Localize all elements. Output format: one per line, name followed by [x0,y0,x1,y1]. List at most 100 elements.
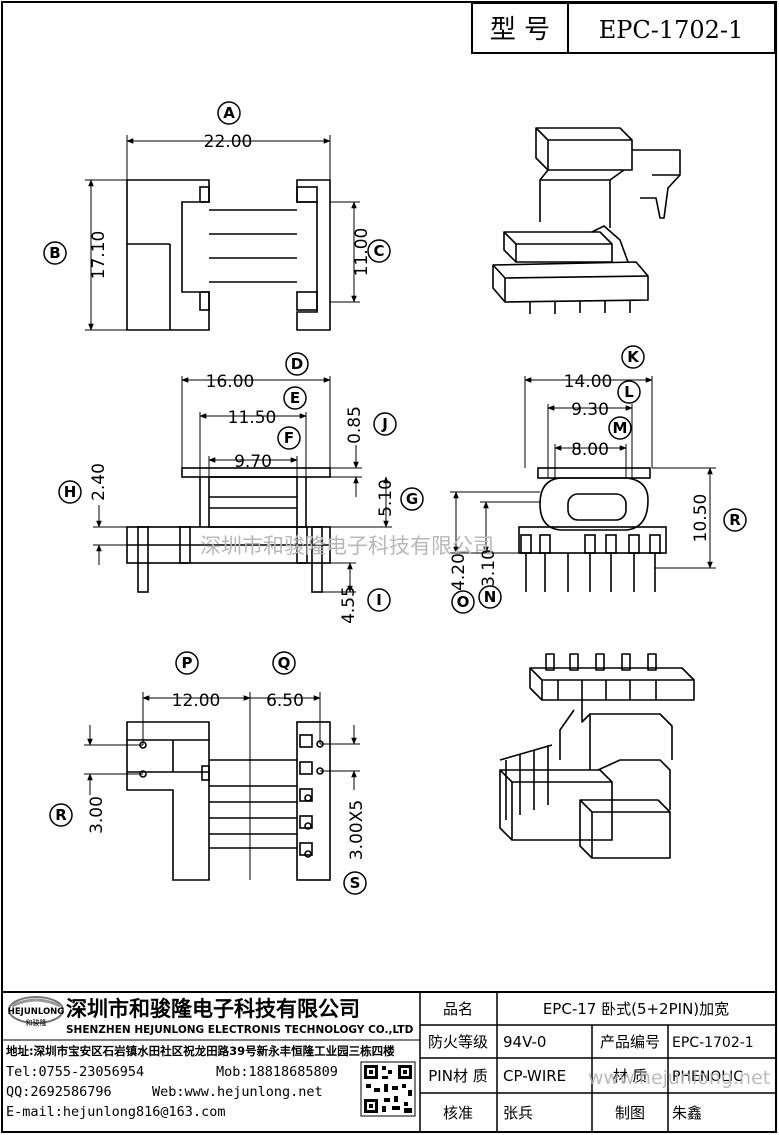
svg-text:D: D [291,355,303,373]
front-view-dims [93,376,392,593]
callout-m: M [608,416,632,440]
callout-q: Q [272,651,296,675]
isometric-view-top [492,127,681,314]
watermark-website: www.hejunlong.net [588,1067,770,1089]
fire-value: 94V-0 [503,1033,546,1051]
draw-value: 朱鑫 [672,1104,702,1122]
company-name-en: SHENZHEN HEJUNLONG ELECTRONIS TECHNOLOGY… [66,1024,414,1036]
svg-text:K: K [627,348,640,366]
company-tel: Tel:0755-23056954 [6,1064,144,1080]
company-email: E-mail:hejunlong816@163.com [6,1104,225,1120]
logo-text: HEJUNLONG [8,1007,65,1017]
callout-n: N [478,585,502,609]
dim-o-value: 4.20 [449,553,469,591]
dim-f-value: 9.70 [234,452,272,472]
dim-h-value: 2.40 [89,463,109,501]
company-mob: Mob:18818685809 [216,1064,338,1080]
front-view [126,467,331,593]
dim-r-value: 10.50 [691,494,711,543]
callout-s: S [343,871,367,895]
company-logo: HEJUNLONG 和骏隆 [8,996,65,1027]
callout-d: D [285,352,309,376]
model-header: 型 号 EPC-1702-1 [471,2,776,54]
callout-r2: R [49,803,73,827]
draw-label: 制图 [615,1104,645,1122]
callout-o: O [451,590,475,614]
callout-letters: A B C D E F J G H I K L M R O N P Q R S [43,101,747,895]
callout-k: K [621,345,645,369]
qr-code [360,1061,416,1117]
svg-text:S: S [350,874,361,892]
pin-value: CP-WIRE [503,1067,566,1085]
svg-text:C: C [373,242,384,260]
top-view [126,179,331,331]
callout-j: J [373,412,397,436]
callout-a: A [217,101,241,125]
callout-p: P [175,651,199,675]
svg-text:O: O [457,593,470,611]
dim-e-value: 11.50 [228,408,277,428]
company-name-cn: 深圳市和骏隆电子科技有限公司 [66,996,360,1021]
spec-table-grid [419,992,776,1132]
company-web: Web:www.hejunlong.net [152,1084,323,1100]
svg-text:N: N [484,588,497,606]
isometric-view-bottom [499,653,695,859]
fire-label: 防火等级 [428,1033,488,1051]
dim-l-value: 9.30 [571,400,609,420]
dim-r2-value: 3.00 [87,796,107,834]
svg-text:E: E [290,389,300,407]
callout-h: H [58,480,82,504]
side-view [518,467,667,592]
callout-e: E [283,386,307,410]
svg-text:B: B [49,244,60,262]
name-label: 品名 [443,1000,473,1018]
callout-r: R [723,508,747,532]
callout-b: B [43,241,67,265]
dim-q-value: 6.50 [266,691,304,711]
svg-text:Q: Q [278,654,291,672]
code-label: 产品编号 [600,1033,660,1051]
check-value: 张兵 [503,1104,533,1122]
dim-i-value: 4.55 [339,586,359,624]
svg-text:P: P [182,654,193,672]
mat-value: PHENOLIC [672,1069,743,1085]
mat-label: 材 质 [613,1067,648,1085]
callout-f: F [277,426,301,450]
top-view-dims [85,135,360,331]
callout-l: L [617,380,641,404]
svg-text:G: G [406,490,418,508]
name-value: EPC-17 卧式(5+2PIN)加宽 [543,1000,729,1018]
dim-j-value: 0.85 [345,406,365,444]
svg-text:A: A [223,104,235,122]
company-address: 地址:深圳市宝安区石岩镇水田社区祝龙田路39号新永丰恒隆工业园三栋四楼 [6,1044,395,1058]
dim-b-value: 17.10 [89,231,109,280]
svg-text:I: I [376,591,382,609]
bottom-view-dims [84,692,360,880]
title-block: HEJUNLONG 和骏隆 深圳市和骏隆电子科技有限公司 SHENZHEN HE… [2,991,776,1132]
logo-subtext: 和骏隆 [26,1018,47,1027]
dim-k-value: 14.00 [564,372,613,392]
svg-text:J: J [381,415,388,433]
watermark-company: 深圳市和骏隆电子科技有限公司 [200,534,494,558]
callout-g: G [400,487,424,511]
check-label: 核准 [443,1104,473,1122]
dim-n-value: 3.10 [479,549,499,587]
dim-a-value: 22.00 [204,132,253,152]
company-qq: QQ:2692586796 [6,1084,112,1100]
svg-text:R: R [729,511,741,529]
callout-c: C [367,239,391,263]
dim-s-value: 3.00X5 [347,800,367,860]
model-value: EPC-1702-1 [599,16,744,44]
dim-g-value: 5.10 [376,479,396,517]
svg-text:R: R [55,806,67,824]
bottom-view [126,721,331,881]
svg-text:M: M [613,419,628,437]
dim-d-value: 16.00 [206,372,255,392]
callout-i: I [367,588,391,612]
dim-p-value: 12.00 [172,691,221,711]
dim-m-value: 8.00 [571,440,609,460]
svg-text:L: L [624,383,634,401]
svg-text:F: F [284,429,294,447]
